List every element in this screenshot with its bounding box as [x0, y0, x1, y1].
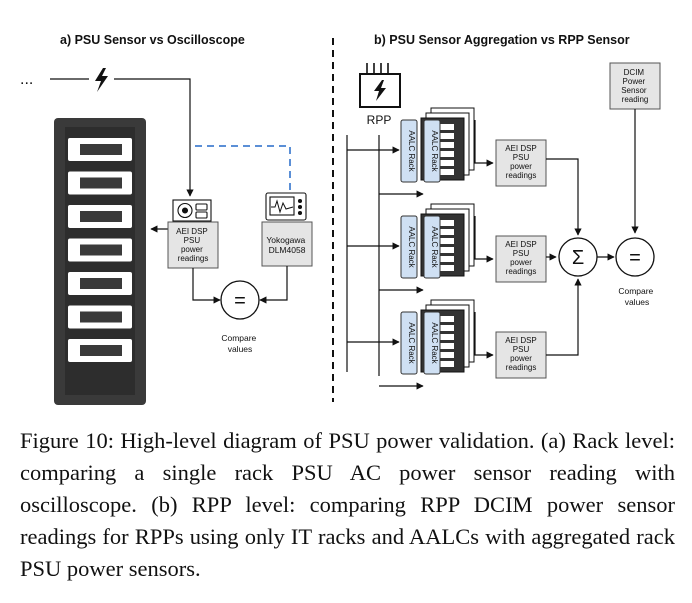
aalc-rack-label: AALC Rack — [407, 130, 416, 172]
compare-circle-b — [615, 237, 655, 277]
scope-to-compare-line — [259, 266, 288, 304]
psu-readings-box — [495, 139, 547, 187]
ellipsis: ... — [20, 71, 33, 88]
rack-slot — [432, 160, 454, 166]
rack-slot — [432, 325, 454, 331]
server-rack-icon — [54, 118, 146, 405]
rack-slot — [432, 265, 454, 271]
rack-unit-slot — [80, 311, 122, 323]
aalc-rack-label: AALC Rack — [430, 226, 439, 268]
rack-slot — [432, 343, 454, 349]
rack-slot — [432, 316, 454, 322]
aalc-rack-label: AALC Rack — [430, 130, 439, 172]
rpp-label: RPP — [367, 113, 392, 127]
aalc-rack — [400, 119, 418, 183]
compare-values-label: Compare values — [221, 333, 258, 354]
psu-to-compare-line — [192, 268, 221, 304]
panel-a-title: a) PSU Sensor vs Oscilloscope — [60, 33, 245, 47]
rack-slot — [432, 334, 454, 340]
rack-unit-slot — [80, 345, 122, 356]
aalc-rack — [400, 215, 418, 279]
oscilloscope-icon — [265, 192, 307, 221]
aalc-rack — [400, 311, 418, 375]
psu-validation-diagram: a) PSU Sensor vs Oscilloscope ... AEI DS… — [20, 33, 661, 405]
rack-unit-slot — [80, 244, 122, 256]
dcim-label: DCIM Power Sensor reading — [621, 68, 649, 104]
aalc-rack-label: AALC Rack — [430, 322, 439, 364]
aalc-rack — [423, 119, 441, 183]
psu-box-label: AEI DSP PSU power readings — [176, 227, 210, 263]
rack-to-psu-line — [474, 120, 494, 167]
rack-slot — [432, 169, 454, 175]
lightning-icon — [95, 68, 108, 92]
rack-slot — [432, 133, 454, 139]
rack-slot — [432, 151, 454, 157]
figure-caption: Figure 10: High-level diagram of PSU pow… — [20, 428, 675, 581]
rack-slot — [432, 220, 454, 226]
compare-values-label-b: Compare values — [618, 286, 655, 307]
rack-slot — [432, 247, 454, 253]
aalc-rack — [423, 311, 441, 375]
compare-circle — [220, 280, 260, 320]
equals-symbol: = — [234, 290, 246, 312]
aalc-rack — [423, 215, 441, 279]
sum-symbol: Σ — [572, 247, 584, 269]
rack-slot — [432, 229, 454, 235]
psu-readings-box — [495, 235, 547, 283]
probe-dashed-line — [195, 145, 291, 193]
psu-to-sum-line — [546, 158, 582, 236]
rack-to-psu-line — [474, 312, 494, 359]
rpp-icon — [359, 63, 401, 108]
psu-readings-box — [495, 331, 547, 379]
rack-unit-slot — [80, 177, 122, 189]
panel-b-title: b) PSU Sensor Aggregation vs RPP Sensor — [374, 33, 630, 47]
aalc-rack-label: AALC Rack — [407, 226, 416, 268]
aalc-rack-label: AALC Rack — [407, 322, 416, 364]
rack-slot — [432, 352, 454, 358]
rack-slot — [432, 256, 454, 262]
equals-symbol-b: = — [629, 247, 641, 269]
psu-readings-box — [167, 221, 219, 269]
power-line-to-psu — [114, 78, 194, 197]
rack-slot — [432, 361, 454, 367]
rack-unit-slot — [80, 211, 122, 222]
psu-icon — [172, 199, 212, 222]
oscilloscope-box — [261, 221, 313, 267]
rack-slot — [432, 124, 454, 130]
oscilloscope-label: Yokogawa DLM4058 — [266, 235, 307, 255]
rack-slot — [432, 142, 454, 148]
rack-slot — [432, 238, 454, 244]
rack-unit-slot — [80, 278, 122, 289]
psu-to-sum-line — [546, 278, 582, 356]
rack-unit-slot — [80, 144, 122, 155]
rack-to-psu-line — [474, 216, 494, 263]
